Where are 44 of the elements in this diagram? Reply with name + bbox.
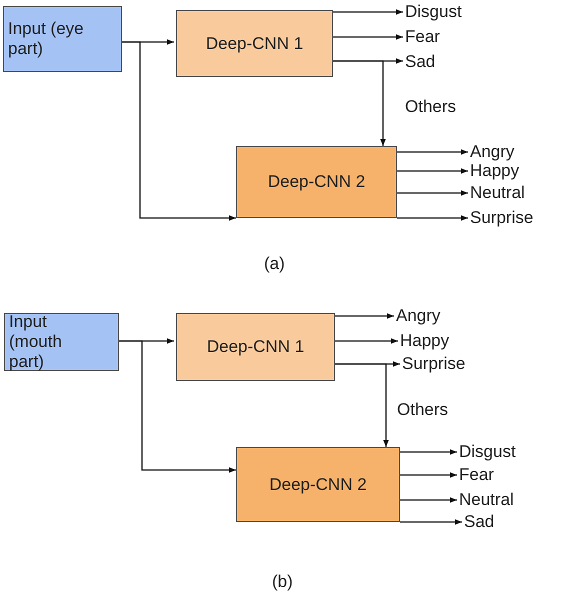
model-box [176, 313, 335, 381]
class-label: Angry [470, 142, 514, 162]
class-label: Neutral [470, 183, 525, 203]
panel-caption: (b) [272, 572, 293, 592]
class-label: Angry [396, 306, 440, 326]
class-label: Surprise [402, 354, 466, 374]
arrow [122, 41, 236, 221]
class-label: Sad [464, 512, 494, 532]
arrow [333, 60, 386, 146]
class-label: Fear [459, 465, 494, 485]
class-label: Surprise [470, 208, 534, 228]
arrow [397, 168, 468, 174]
box-text: Deep-CNN 2 [269, 474, 367, 494]
arrow [397, 215, 468, 221]
class-label: Disgust [405, 2, 462, 22]
arrow [335, 363, 389, 447]
arrow [333, 9, 403, 15]
class-label: Disgust [459, 442, 516, 462]
arrow [335, 338, 398, 344]
arrow [397, 149, 468, 155]
arrow [335, 313, 394, 319]
arrow [397, 190, 468, 196]
class-label: Happy [470, 161, 520, 181]
arrow [400, 472, 457, 478]
arrow [400, 497, 457, 503]
arrow [400, 519, 462, 525]
box-text: Input (mouth part) [9, 312, 63, 372]
box-text: Input (eye part) [8, 19, 85, 59]
model-box [236, 146, 397, 218]
class-label: Fear [405, 27, 440, 47]
arrow [333, 34, 403, 40]
class-label: Sad [405, 52, 436, 72]
model-box [236, 447, 400, 522]
class-label: Happy [400, 331, 450, 351]
arrow [400, 449, 457, 455]
input-box [4, 313, 119, 371]
box-text: Deep-CNN 1 [206, 337, 304, 357]
arrow [119, 340, 236, 473]
class-label: Neutral [459, 490, 514, 510]
box-text: Deep-CNN 1 [206, 34, 304, 54]
box-text: Deep-CNN 2 [268, 172, 366, 192]
panel-caption: (a) [264, 254, 285, 274]
model-box [176, 10, 333, 77]
input-box [3, 6, 122, 72]
